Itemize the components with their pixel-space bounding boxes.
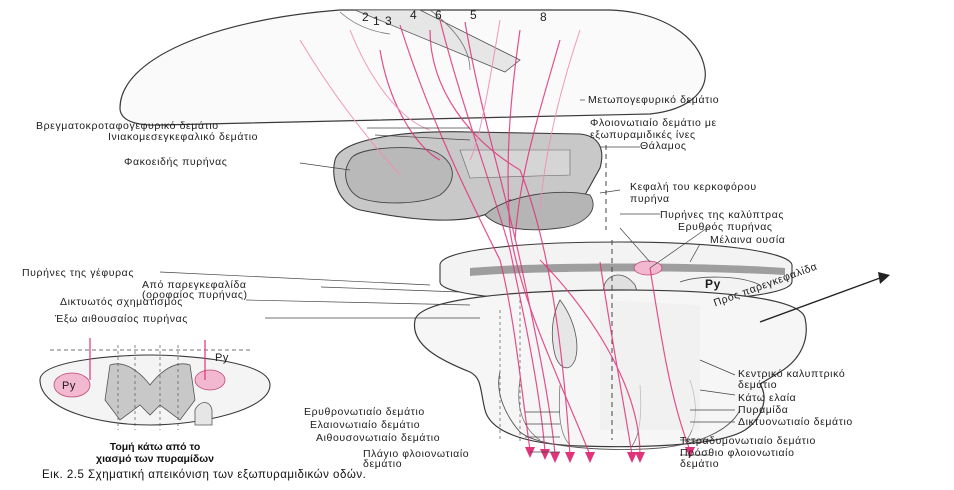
- label-from-cerebellum-1: Από παρεγκεφαλίδα: [142, 279, 247, 291]
- area-number-4: 4: [410, 8, 417, 22]
- area-number-3: 3: [385, 14, 392, 28]
- label-caudate-head-2: πυρήνα: [630, 193, 670, 205]
- label-caudate-head-1: Κεφαλή του κερκοφόρου: [630, 181, 757, 193]
- label-pyramid: Πυραμίδα: [738, 404, 789, 416]
- area-number-1: 1: [373, 14, 380, 28]
- medulla-lower: [498, 371, 741, 450]
- label-reticular-formation: Δικτυωτός σχηματισμός: [60, 296, 183, 308]
- motor-strip: [354, 9, 521, 73]
- reticular-stipple: [600, 300, 700, 430]
- label-lentiform-nucleus: Φακοειδής πυρήνας: [124, 156, 228, 168]
- label-pontine-nuclei: Πυρήνες της γέφυρας: [22, 267, 134, 279]
- label-vestibulospinal: Αιθουσονωτιαίο δεμάτιο: [316, 432, 441, 444]
- inset-cross-section: [39, 338, 271, 430]
- area-number-8: 8: [540, 10, 547, 24]
- label-olivospinal: Ελαιονωτιαίο δεμάτιο: [310, 419, 421, 431]
- label-rubrospinal: Ερυθρονωτιαίο δεμάτιο: [304, 406, 425, 418]
- label-red-nucleus: Ερυθρός πυρήνας: [678, 221, 773, 233]
- area-number-5: 5: [470, 8, 477, 22]
- label-lateral-corticospinal-2: δεμάτιο: [363, 458, 403, 470]
- cerebral-cortex: [119, 9, 706, 126]
- caudate-head: [484, 191, 594, 231]
- label-inferior-olive: Κάτω ελαία: [738, 392, 797, 404]
- red-nucleus: [633, 260, 663, 276]
- label-py-inset-right: Py: [215, 352, 230, 364]
- label-tectospinal: Τετραδυμονωτιαίο δεμάτιο: [680, 435, 816, 447]
- label-py-midbrain: Py: [705, 277, 721, 291]
- lentiform-nucleus: [345, 147, 453, 204]
- label-parietotemporopontine: Βρεγματοκροταφογεφυρικό δεμάτιο: [36, 120, 219, 132]
- label-central-tegmental-1: Κεντρικό καλυπτρικό: [738, 368, 846, 380]
- inset-caption-line-1: Τομή κάτω από το: [109, 441, 201, 453]
- tract-lines: [379, 19, 691, 456]
- inset-caption-line-2: χιασμό των πυραμίδων: [96, 453, 214, 465]
- label-occipitomesencephalic: Ινιακομεσεγκεφαλικό δεμάτιο: [108, 131, 259, 143]
- area-number-2: 2: [362, 10, 369, 24]
- label-central-tegmental-2: δεμάτιο: [738, 379, 778, 391]
- label-tegmental-nuclei: Πυρήνες της καλύπτρας: [660, 209, 785, 221]
- label-from-cerebellum-2: (οροφαίος πυρήνας): [142, 289, 248, 301]
- label-corticospinal-extrapyramidal-1: Φλοιονωτιαίο δεμάτιο με: [590, 117, 717, 129]
- label-lateral-corticospinal-1: Πλάγιο φλοιονωτιαίο: [363, 448, 470, 460]
- substantia-nigra: [470, 263, 785, 276]
- label-reticulospinal: Δικτυονωτιαίο δεμάτιο: [738, 416, 853, 428]
- label-substantia-nigra: Μέλαινα ουσία: [710, 234, 786, 246]
- label-corticospinal-extrapyramidal-2: εξωπυραμιδικές ίνες: [590, 129, 696, 141]
- area-number-6: 6: [435, 8, 442, 22]
- inset-caption: Τομή κάτω από το χιασμό των πυραμίδων: [70, 441, 240, 465]
- tract-lines-light: [299, 19, 581, 211]
- label-thalamus: Θάλαμος: [640, 140, 687, 152]
- label-anterior-corticospinal-1: Πρόσθιο φλοιονωτιαίο: [680, 447, 795, 459]
- label-py-inset-left: Py: [62, 380, 77, 392]
- figure-caption: Εικ. 2.5 Σχηματική απεικόνιση των εξωπυρ…: [42, 469, 367, 481]
- label-lateral-vestibular-nucleus: Έξω αιθουσαίος πυρήνας: [55, 313, 188, 325]
- leader-lines: [159, 99, 736, 456]
- label-frontopontine-tract: Μετωπογεφυρικό δεμάτιο: [588, 94, 720, 106]
- label-anterior-corticospinal-2: δεμάτιο: [680, 458, 720, 470]
